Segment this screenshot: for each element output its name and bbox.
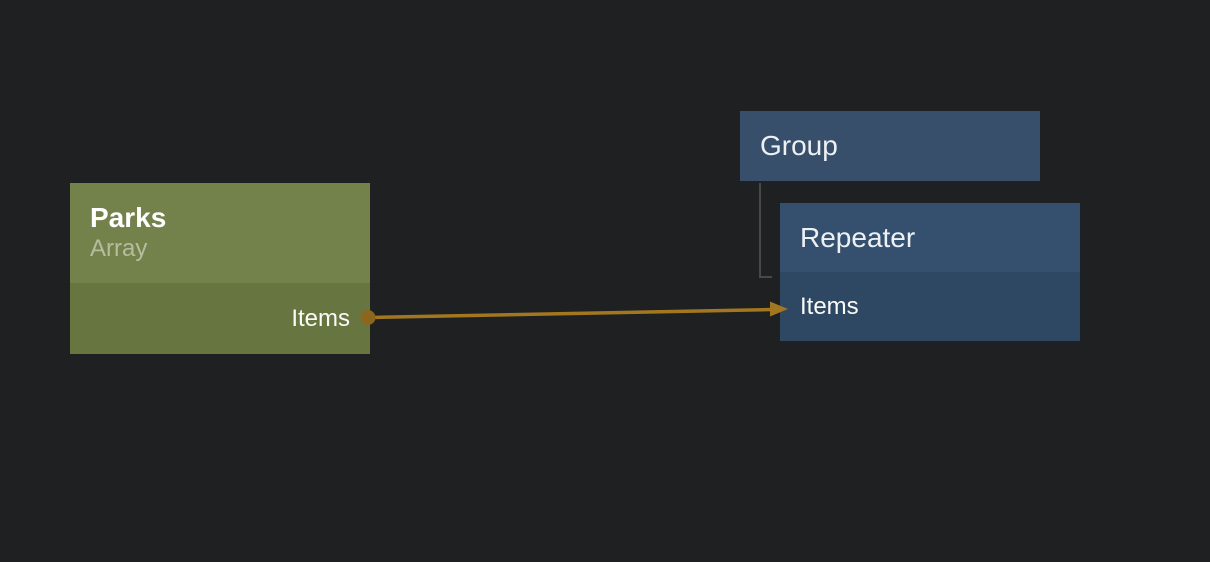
- node-group-title: Group: [760, 130, 838, 161]
- node-parks-subtitle: Array: [90, 235, 148, 262]
- node-parks-title: Parks: [90, 202, 167, 233]
- parks-items-output-port-dot[interactable]: [360, 310, 376, 325]
- node-repeater-port-row-items[interactable]: Items: [780, 272, 1080, 341]
- node-repeater[interactable]: Repeater Items: [780, 203, 1080, 341]
- node-group-header[interactable]: Group: [740, 111, 1040, 181]
- node-parks-port-label-items: Items: [291, 304, 350, 332]
- node-parks-port-row-items[interactable]: Items: [70, 283, 370, 354]
- node-repeater-title: Repeater: [800, 221, 916, 253]
- node-parks-header[interactable]: Parks Array: [70, 183, 370, 283]
- hierarchy-line-group-repeater: [759, 183, 772, 278]
- node-parks[interactable]: Parks Array Items: [70, 183, 370, 354]
- binding-wire-parks-items-to-repeater-items[interactable]: [370, 307, 774, 320]
- node-group[interactable]: Group: [740, 111, 1040, 181]
- node-repeater-header[interactable]: Repeater: [780, 203, 1080, 272]
- node-repeater-port-label-items: Items: [800, 292, 859, 320]
